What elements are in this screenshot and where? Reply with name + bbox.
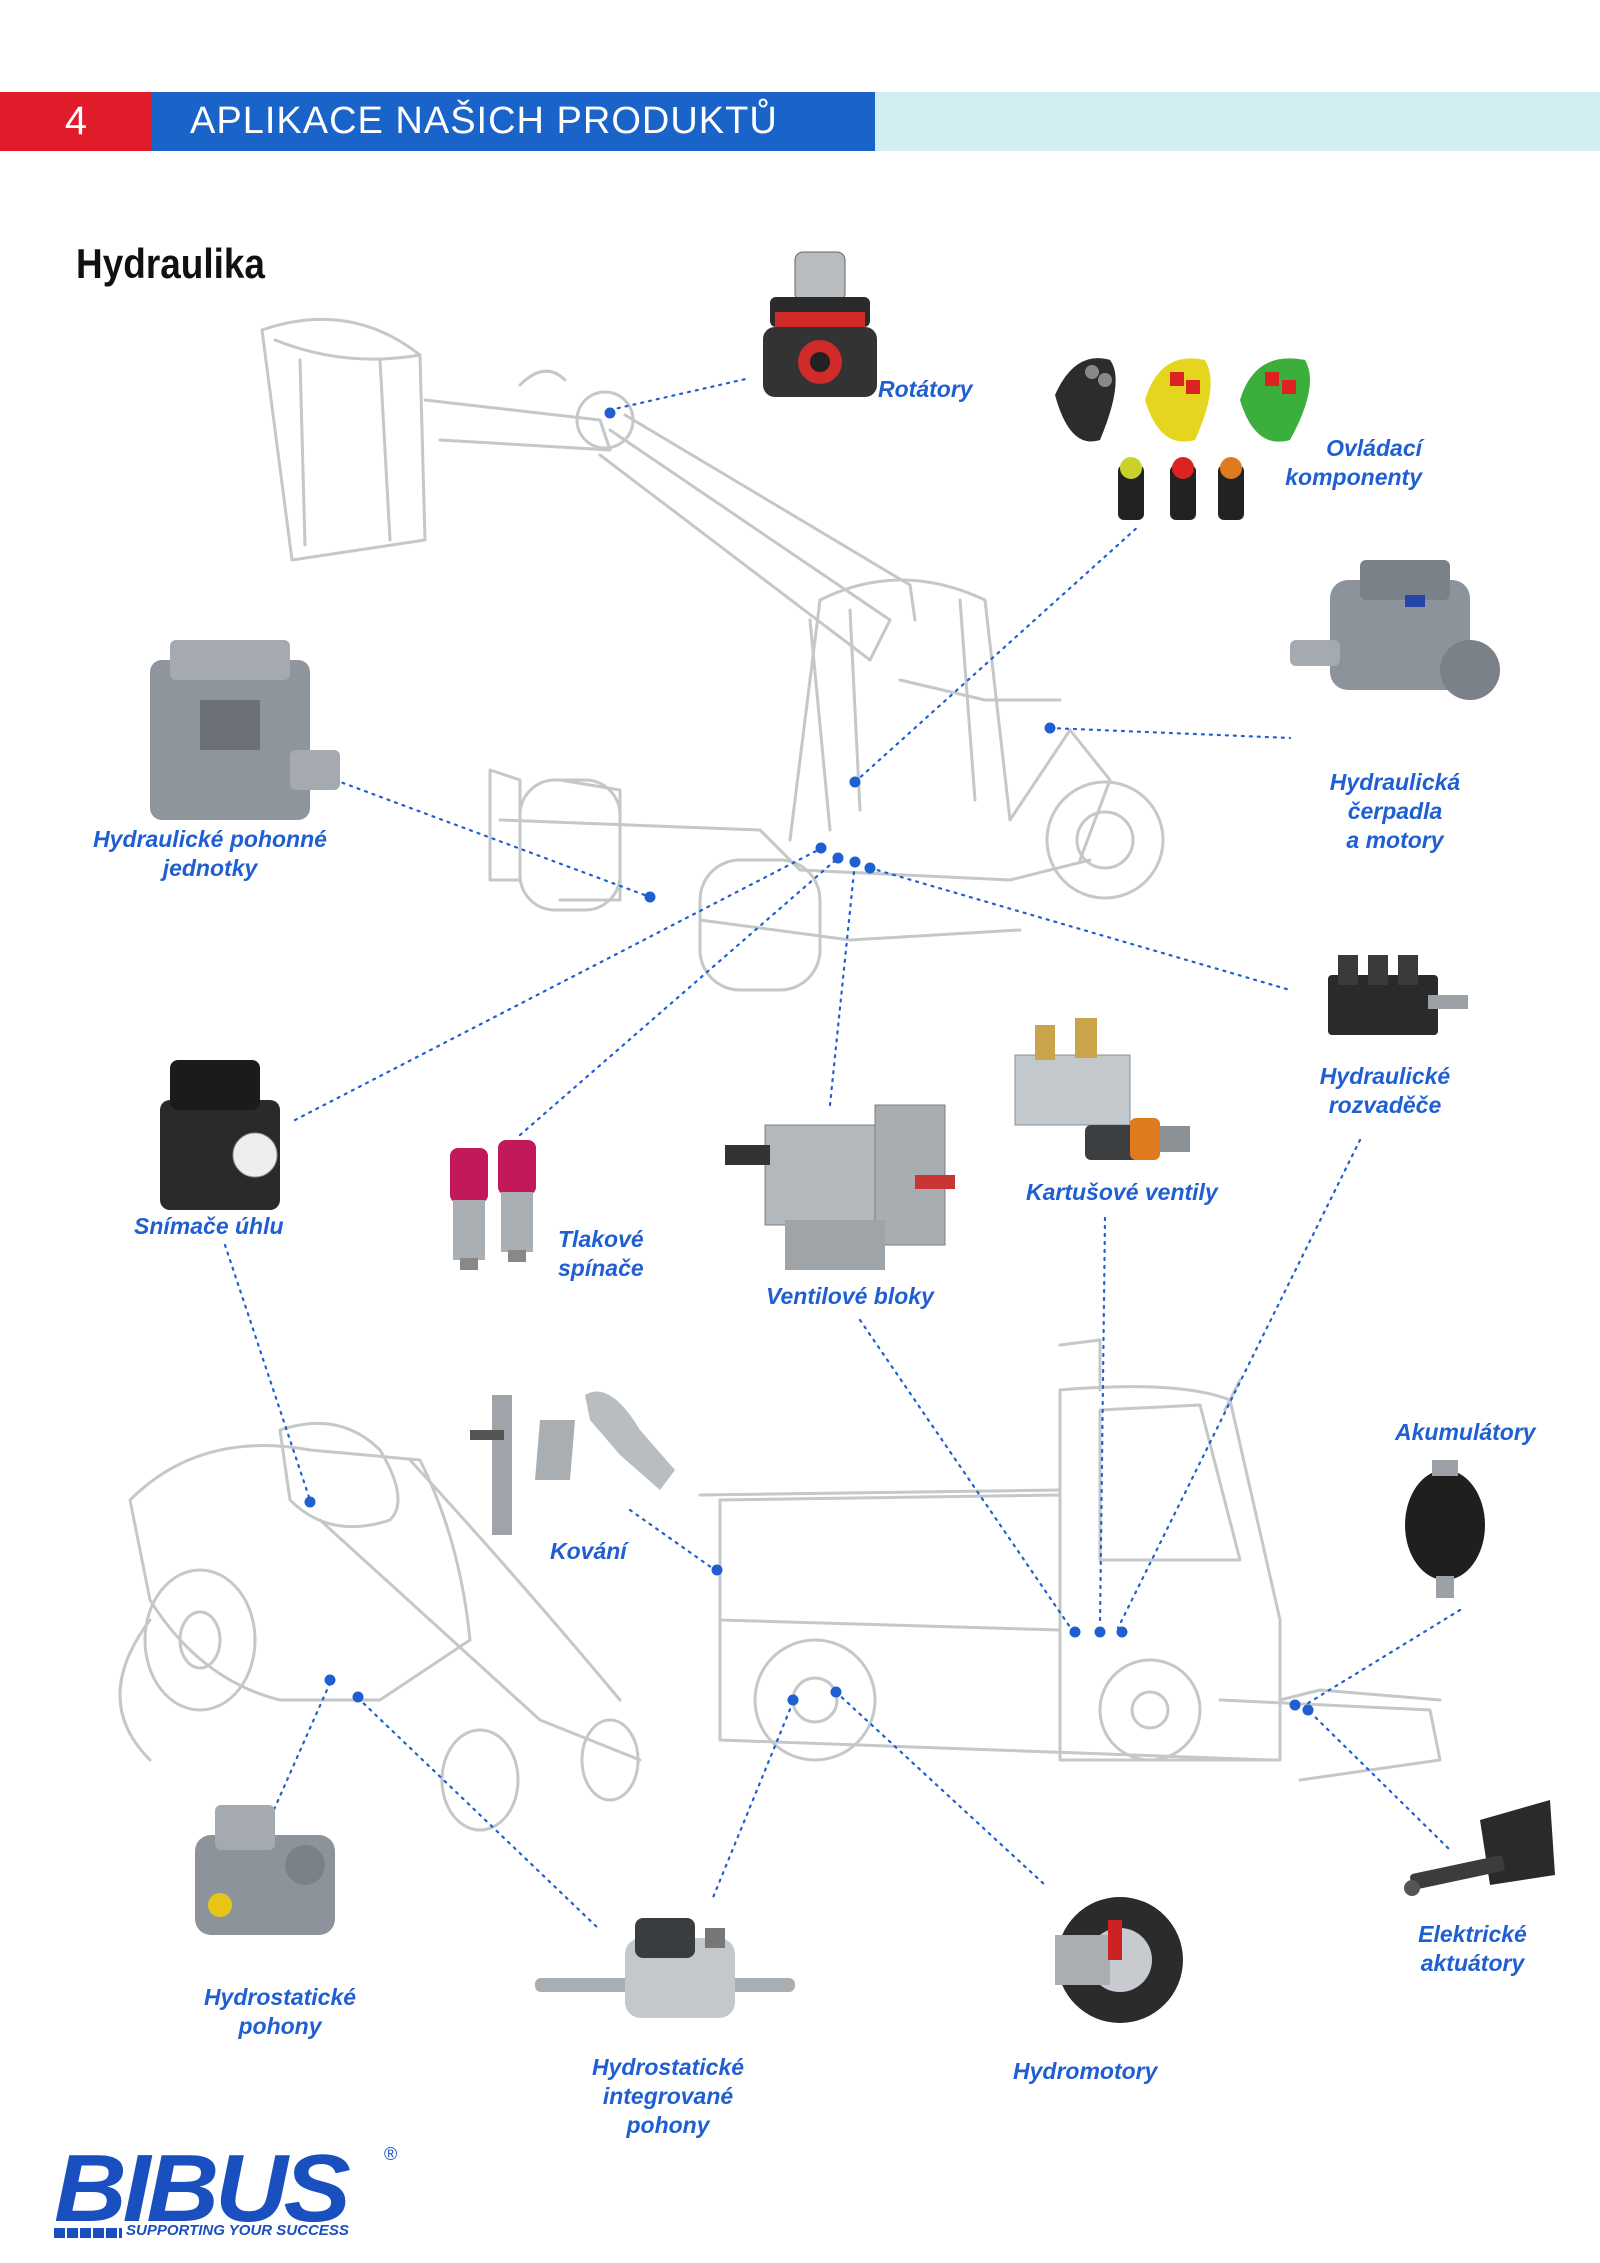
label-tlakove-spinace: Tlakové spínače (558, 1226, 644, 1281)
label-elektricke-aktuatory: Elektrické aktuátory (1418, 1921, 1527, 1976)
label-hydrostaticke-integrovane-pohony: Hydrostatické integrované pohony (591, 2054, 745, 2138)
logo-stripe-bar (54, 2228, 122, 2238)
label-ovladaci-komponenty: Ovládací komponenty (1285, 435, 1422, 490)
hardware-picture (470, 1391, 675, 1535)
hydraulic-pump-picture (1290, 560, 1500, 700)
header-fill-band (875, 92, 1600, 151)
label-pohonne-jednotky: Hydraulické pohonné jednotky (93, 826, 327, 881)
control-components-picture (1055, 358, 1310, 520)
page-header-title: APLIKACE NAŠICH PRODUKTŮ (152, 92, 875, 151)
label-rozvadece: Hydraulické rozvaděče (1319, 1063, 1451, 1118)
label-ventilove-bloky: Ventilové bloky (766, 1283, 934, 1309)
hydromotor-picture (1055, 1897, 1183, 2023)
label-kartusove-ventily: Kartušové ventily (1026, 1179, 1218, 1205)
logo-registered-mark: ® (384, 2144, 398, 2164)
label-rotatory: Rotátory (878, 376, 973, 402)
sketch-lawn-tractor (118, 1421, 642, 1832)
label-hydrostaticke-pohony: Hydrostatické pohony (203, 1984, 357, 2039)
connector-dots (304, 407, 1314, 1716)
label-kovani: Kování (550, 1538, 627, 1564)
label-snimace-uhlu: Snímače úhlu (134, 1213, 284, 1239)
directional-valves-picture (1328, 955, 1468, 1035)
logo-tagline: SUPPORTING YOUR SUCCESS (126, 2222, 349, 2239)
page-number: 4 (0, 92, 152, 151)
sketch-boom (423, 369, 917, 662)
label-hydraulicka-cerpadla: Hydraulická čerpadla a motory (1329, 769, 1461, 853)
section-title: Hydraulika (76, 240, 265, 287)
electric-actuator-picture (1404, 1800, 1555, 1896)
hydrostatic-drive-picture (195, 1805, 335, 1935)
pressure-switches-picture (450, 1140, 536, 1270)
bibus-logo: BIBUS ® SUPPORTING YOUR SUCCESS (54, 2135, 398, 2242)
label-hydromotory: Hydromotory (1013, 2058, 1158, 2084)
angle-sensor-picture (160, 1060, 280, 1210)
sketch-telehandler (488, 578, 1165, 992)
label-akumulatory: Akumulátory (1395, 1419, 1536, 1445)
accumulator-picture (1405, 1460, 1485, 1598)
sketch-basket (260, 317, 427, 562)
power-unit-picture (150, 640, 340, 820)
integrated-drive-picture (535, 1918, 795, 2018)
rotator-picture (763, 251, 877, 397)
cartridge-valves-picture (1014, 1018, 1190, 1160)
valve-blocks-picture (725, 1104, 955, 1270)
logo-wordmark: BIBUS (54, 2135, 351, 2242)
